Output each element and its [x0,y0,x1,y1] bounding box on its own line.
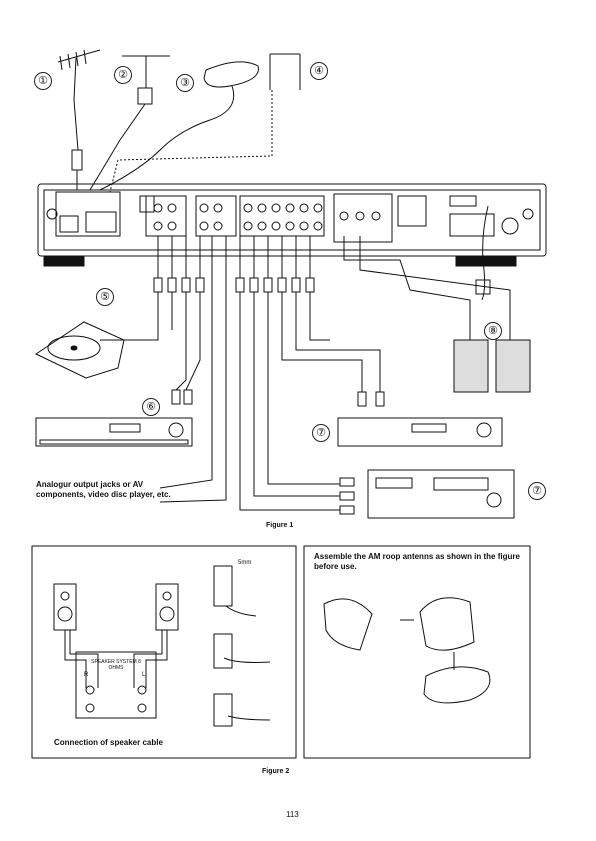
figure2-caption: Figure 2 [262,768,289,775]
callout-1: ① [34,72,52,90]
page-number: 113 [286,810,299,819]
antenna-assembly-note: Assemble the AM roop antenns as shown in… [314,552,524,572]
callout-6: ⑥ [142,398,160,416]
callout-5: ⑤ [96,288,114,306]
callout-2: ② [114,66,132,84]
channel-l-label: L [142,670,145,680]
figure2-drawing [32,546,530,758]
callout-4: ④ [310,62,328,80]
dimension-label: 5mm [238,558,251,568]
callout-7a: ⑦ [312,424,330,442]
callout-8: ⑧ [484,322,502,340]
speaker-system-label: SPEAKER SYSTEM 8 OHMS [86,659,146,671]
callout-7b: ⑦ [528,482,546,500]
callout-3: ③ [176,74,194,92]
speaker-cable-caption: Connection of speaker cable [54,738,163,748]
analog-output-note: Analogur output jacks or AV components, … [36,480,186,500]
channel-r-label: R [84,670,88,680]
figure1-caption: Figure 1 [266,522,293,529]
